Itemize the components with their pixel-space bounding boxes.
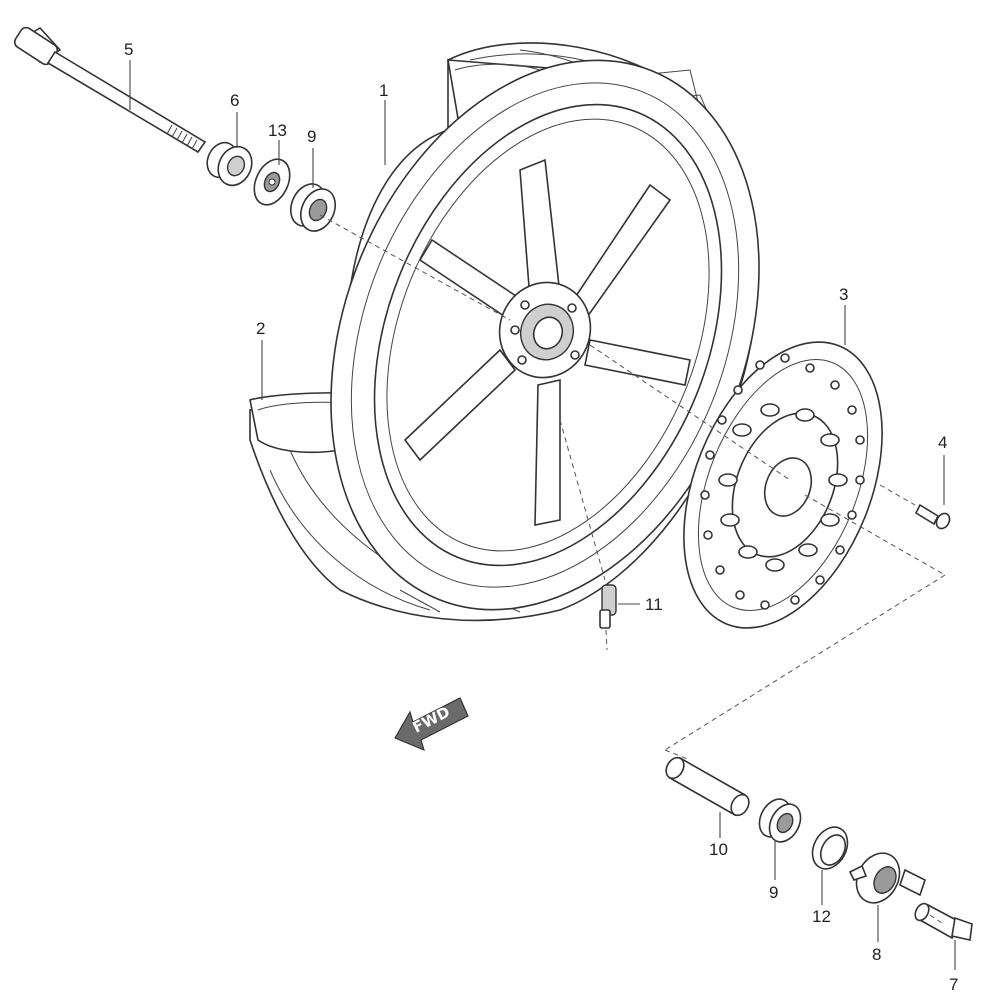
callout-7: 7 [949,975,958,994]
bearing-lower [758,798,802,843]
leader-lines [129,60,956,970]
retaining-ring [811,826,849,870]
collar [206,141,253,187]
disc-bolt [879,484,951,530]
callout-9-lower: 9 [769,883,778,902]
assembly-guides [319,214,946,926]
callout-4: 4 [938,433,947,452]
dust-seal [253,158,291,206]
axle-nut [914,902,973,941]
tire-valve [559,419,617,651]
wheel-spokes [403,158,691,526]
callout-6: 6 [230,91,239,110]
brake-disc [683,341,883,629]
wheel-rim [330,59,760,611]
callout-11: 11 [645,595,663,614]
distance-collar [665,756,750,817]
callout-13: 13 [268,121,287,140]
callout-9-upper: 9 [307,127,316,146]
callout-10: 10 [709,840,728,859]
callout-12: 12 [812,907,831,926]
disc-holes [700,353,865,610]
callout-8: 8 [872,945,881,964]
forward-arrow-icon: FWD [394,697,469,752]
bearing-upper [289,183,337,232]
callout-1: 1 [379,81,388,100]
wheel-hub [498,281,592,379]
callout-3: 3 [839,285,848,304]
speedometer-gearbox [848,852,926,904]
callout-2: 2 [256,319,265,338]
callout-labels: 5 6 13 9 1 2 3 4 11 10 9 12 8 7 [124,40,958,994]
callout-5: 5 [124,40,133,59]
axle [13,26,207,154]
axle-thread [166,124,198,150]
